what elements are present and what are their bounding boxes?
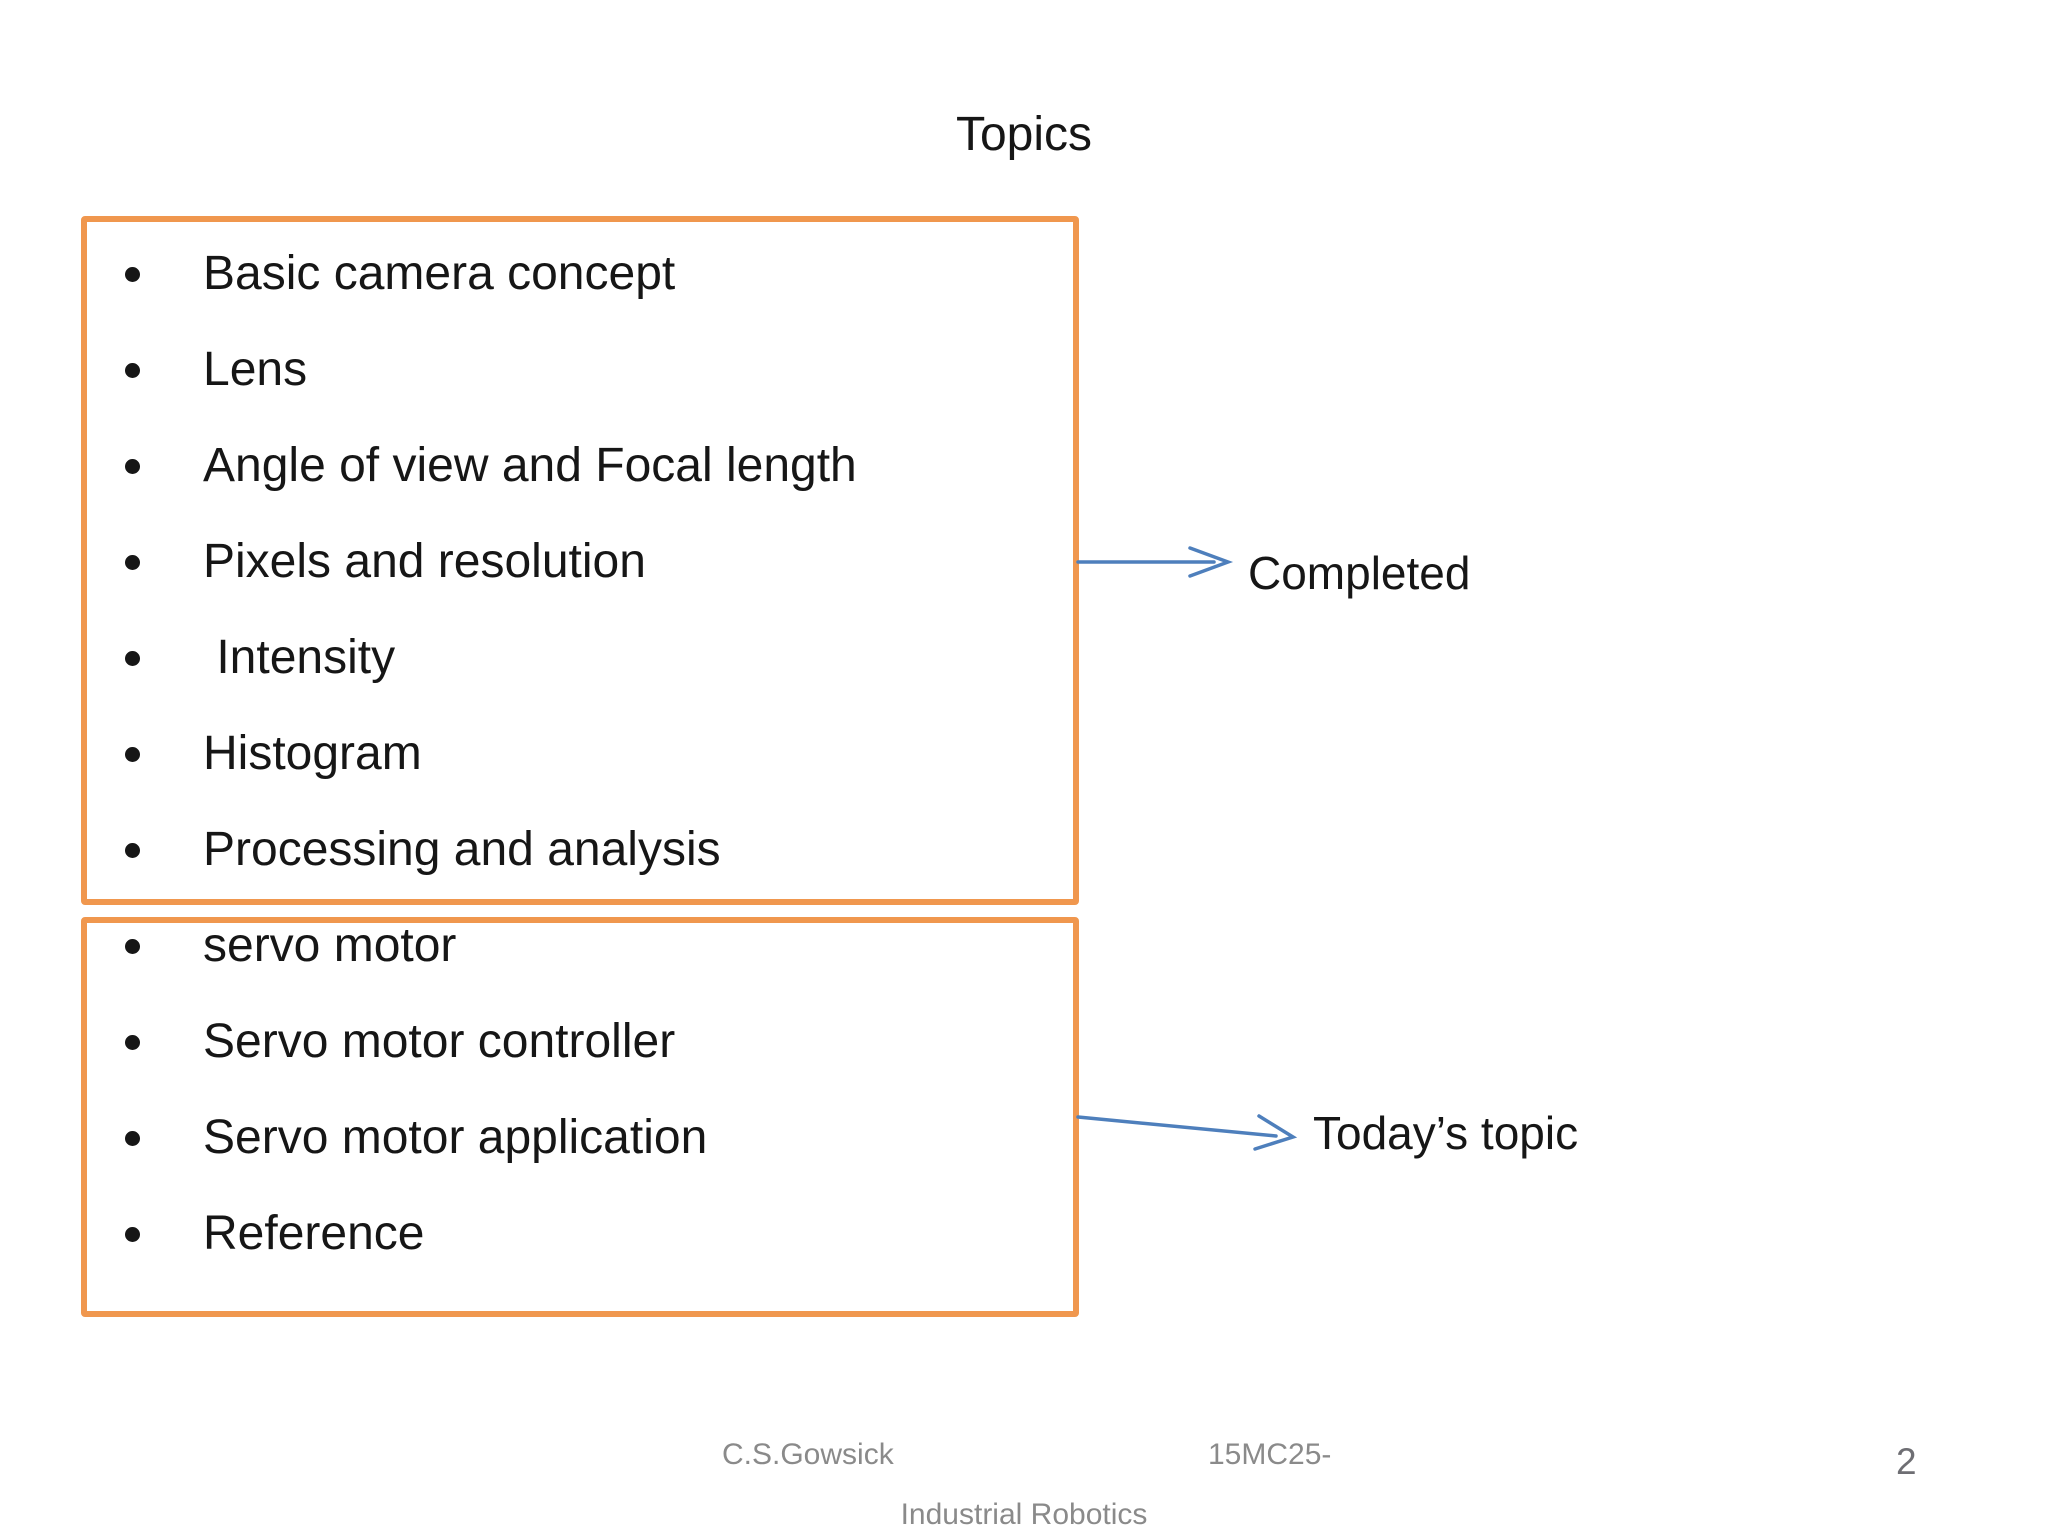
slide-title: Topics [955, 108, 1093, 161]
bullet-icon [125, 651, 140, 666]
footer-course-name: Industrial Robotics [900, 1498, 1148, 1531]
bullet-icon [125, 843, 140, 858]
topic-item-label: Angle of view and Focal length [203, 439, 857, 492]
topic-item: Servo motor application [120, 1090, 857, 1186]
completed-arrow-icon [1076, 546, 1234, 578]
bullet-icon [125, 555, 140, 570]
bullet-icon [125, 363, 140, 378]
page-number: 2 [1896, 1441, 1917, 1482]
topic-item: Servo motor controller [120, 994, 857, 1090]
topic-item: Processing and analysis [120, 802, 857, 898]
footer-author: C.S.Gowsick [722, 1438, 894, 1471]
topic-item-label: Processing and analysis [203, 823, 721, 876]
topic-item: Basic camera concept [120, 226, 857, 322]
topic-item-label: servo motor [203, 919, 457, 972]
bullet-icon [125, 1131, 140, 1146]
topic-item: Lens [120, 322, 857, 418]
topic-item: Pixels and resolution [120, 514, 857, 610]
bullet-icon [125, 747, 140, 762]
bullet-icon [125, 1227, 140, 1242]
topic-item: Angle of view and Focal length [120, 418, 857, 514]
topic-item-label: Reference [203, 1207, 425, 1260]
bullet-icon [125, 1035, 140, 1050]
bullet-icon [125, 267, 140, 282]
todays-topic-arrow-icon [1076, 1114, 1298, 1151]
topic-item-label: Intensity [203, 631, 396, 684]
topic-item: servo motor [120, 898, 857, 994]
footer-course-code: 15MC25- [1208, 1438, 1332, 1471]
bullet-icon [125, 939, 140, 954]
topic-item: Intensity [120, 610, 857, 706]
topic-item-label: Basic camera concept [203, 247, 676, 300]
topic-item: Reference [120, 1186, 857, 1282]
topic-item-label: Pixels and resolution [203, 535, 646, 588]
topic-item-label: Histogram [203, 727, 422, 780]
completed-topics-box [81, 216, 1079, 905]
todays-topics-box [81, 917, 1079, 1317]
topic-item-label: Servo motor application [203, 1111, 708, 1164]
topic-item: Histogram [120, 706, 857, 802]
completed-label: Completed [1248, 547, 1471, 599]
topic-item-label: Lens [203, 343, 308, 396]
todays-topic-label: Today’s topic [1313, 1107, 1579, 1159]
bullet-icon [125, 459, 140, 474]
topic-item-label: Servo motor controller [203, 1015, 676, 1068]
